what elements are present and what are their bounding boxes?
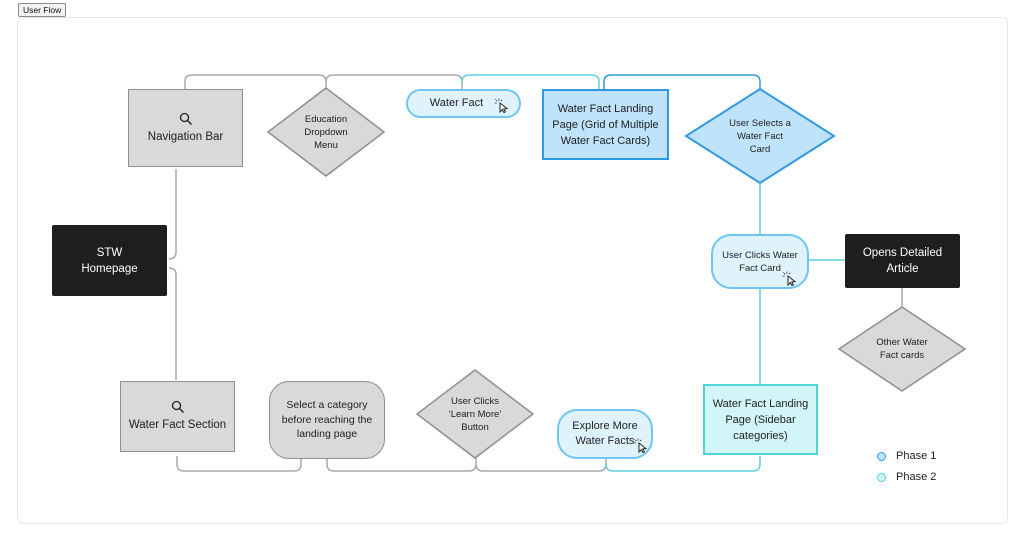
node-explore-more: Explore More Water Facts (557, 409, 653, 459)
node-label: Water Fact Landing Page (Sidebar categor… (712, 397, 809, 442)
legend-swatch (877, 472, 886, 482)
connector-left-lower (168, 267, 177, 380)
diamond-education-dropdown (266, 87, 386, 177)
cursor-click-icon (781, 270, 797, 290)
node-label: Water Fact Section (128, 419, 227, 431)
legend-item-phase-1: Phase 1 (877, 450, 936, 462)
node-water-fact-landing-grid: Water Fact Landing Page (Grid of Multipl… (542, 89, 669, 160)
connector-top-phase2 (461, 74, 600, 89)
connector-top-phase1 (603, 74, 761, 89)
node-label: Water Fact (429, 97, 484, 109)
node-opens-detailed-article: Opens Detailed Article (845, 234, 960, 288)
node-label: Education Dropdown Menu (304, 113, 348, 151)
node-label: Explore More Water Facts (572, 420, 638, 447)
node-water-fact: Water Fact (406, 89, 521, 118)
node-label: User Clicks Water Fact Card (722, 249, 798, 274)
node-user-clicks-card: User Clicks Water Fact Card (711, 234, 809, 289)
connector-left-upper (168, 169, 177, 260)
diamond-learn-more (415, 369, 535, 459)
node-water-fact-landing-sidebar: Water Fact Landing Page (Sidebar categor… (703, 384, 818, 455)
node-select-category: Select a category before reaching the la… (269, 381, 385, 459)
connector-bottom-gray (176, 456, 607, 472)
node-label: Navigation Bar (147, 130, 224, 143)
node-user-clicks-learn-more: User Clicks ‘Learn More’ Button (436, 392, 514, 436)
legend-swatch (877, 451, 886, 461)
node-label: Select a category before reaching the la… (281, 399, 373, 441)
node-education-dropdown: Education Dropdown Menu (283, 110, 369, 154)
node-label: Opens Detailed Article (862, 247, 943, 275)
node-other-water-fact-cards: Other Water Fact cards (860, 334, 944, 364)
search-icon (171, 400, 185, 416)
tab-user-flow[interactable]: User Flow (18, 3, 67, 17)
node-label: User Selects a Water Fact Card (729, 117, 791, 155)
search-icon (179, 112, 193, 128)
node-navigation-bar: Navigation Bar (128, 89, 243, 167)
node-label: Other Water Fact cards (876, 337, 928, 361)
diamond-user-selects-card (684, 87, 836, 185)
diamond-other-cards (837, 306, 967, 392)
legend-item-phase-2: Phase 2 (877, 471, 936, 483)
node-water-fact-section: Water Fact Section (120, 381, 235, 452)
node-user-selects-card: User Selects a Water Fact Card (711, 113, 809, 159)
node-label: User Clicks ‘Learn More’ Button (448, 395, 502, 433)
node-stw-homepage: STW Homepage (52, 225, 167, 296)
node-label: STW Homepage (81, 246, 138, 275)
cursor-click-icon (632, 437, 648, 458)
legend-label: Phase 2 (896, 471, 937, 483)
connector-bottom-phase2 (605, 456, 761, 472)
cursor-click-icon (493, 97, 509, 118)
node-label: Water Fact Landing Page (Grid of Multipl… (552, 102, 659, 147)
legend-label: Phase 1 (896, 450, 937, 462)
connector-top-gray (184, 74, 463, 89)
